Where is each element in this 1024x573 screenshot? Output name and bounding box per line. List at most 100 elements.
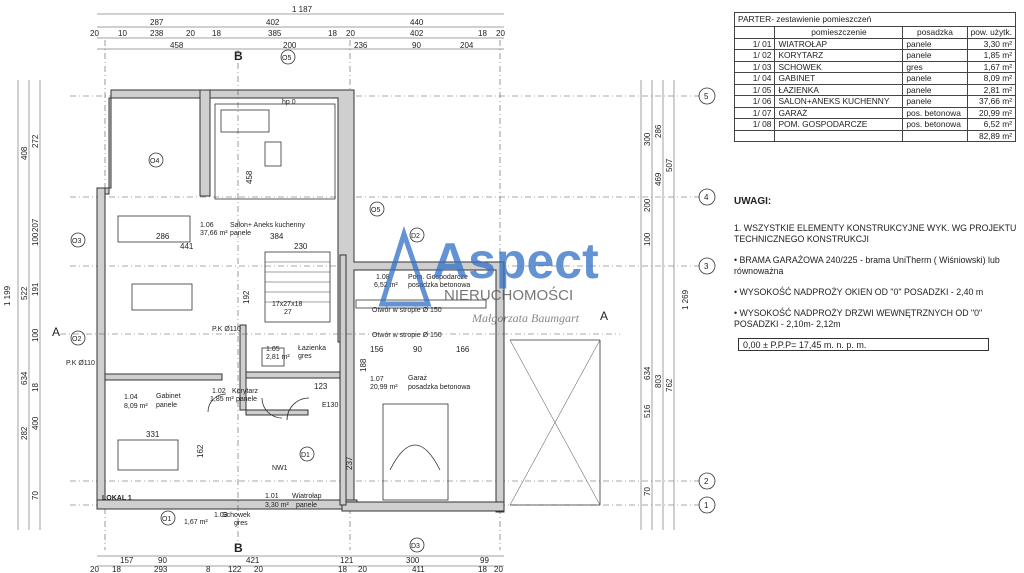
room-102-name: Korytarz	[232, 388, 259, 395]
marker-o5-top: O5	[282, 55, 291, 62]
room-104-floor: panele	[156, 402, 177, 409]
header-floor: posadzka	[902, 26, 968, 39]
dim-top-r2-4: 18	[212, 29, 221, 38]
dim-bot-5: 99	[480, 556, 489, 565]
dim-bot2-7: 20	[358, 565, 367, 573]
dim-left-r1-1: 522	[20, 286, 29, 300]
walls	[96, 89, 505, 513]
idim-12: 162	[196, 444, 205, 458]
dim-top-r3-3: 90	[412, 41, 421, 50]
room-106-no: 1.06	[200, 222, 214, 229]
room-101-area: 3,30 m²	[265, 502, 289, 509]
notes-block: UWAGI: 1. WSZYSTKIE ELEMENTY KONSTRUKCYJ…	[734, 196, 1024, 340]
marker-o1: O1	[162, 516, 171, 523]
dim-right-r3-1: 200	[643, 198, 652, 212]
idim-9: 188	[359, 358, 368, 372]
dim-bot2-2: 293	[154, 565, 168, 573]
dim-bot-2: 421	[246, 556, 260, 565]
dim-bot2-5: 20	[254, 565, 263, 573]
axis-5: 5	[704, 92, 709, 101]
room-108-name: Pom. Gospodarcze	[408, 274, 468, 281]
idim-6: 156	[370, 345, 384, 354]
room-105-area: 2,81 m²	[266, 354, 290, 361]
dim-left-r2-2: 100	[31, 232, 40, 246]
header-room: pomieszczenie	[774, 26, 904, 39]
room-101-no: 1.01	[265, 493, 279, 500]
grid-lines	[70, 40, 700, 550]
room-107-no: 1.07	[370, 376, 384, 383]
room-108-area: 6,52 m²	[374, 282, 398, 289]
idim-5: 331	[146, 430, 160, 439]
dim-right-r2-1: 469	[654, 172, 663, 186]
table-total-row: 82,89 m²	[733, 129, 1017, 142]
note-item: • WYSOKOŚĆ NADPROŻY DRZWI WEWNĘTRZNYCH O…	[734, 308, 983, 329]
dim-top-r2-9: 18	[478, 29, 487, 38]
room-108-floor: posadzka betonowa	[408, 282, 470, 289]
dim-bot2-4: 122	[228, 565, 242, 573]
dim-bot2-9: 18	[478, 565, 487, 573]
reference-level: 0,00 ± P.P.P= 17,45 m. n. p. m.	[738, 338, 989, 351]
room-107-name: Garaż	[408, 375, 428, 382]
right-dimensions: 300 200 100 634 516 70 286 469 803 507 7…	[640, 80, 690, 530]
marker-o2: O2	[72, 336, 81, 343]
table-header: pomieszczenie posadzka pow. użytk.	[733, 26, 1017, 39]
section-a-right: A	[600, 309, 608, 323]
dim-right-total: 1 269	[681, 289, 690, 310]
room-104-area: 8,09 m²	[124, 403, 148, 410]
axis-3: 3	[704, 262, 709, 271]
axis-markers: 5 4 3 2 1	[698, 87, 716, 514]
dim-left-r1-3: 282	[20, 426, 29, 440]
idim-7: 90	[413, 345, 422, 354]
dim-right-r3-3: 634	[643, 366, 652, 380]
dim-top-3: 440	[410, 18, 424, 27]
notes-heading: UWAGI:	[734, 196, 772, 207]
idim-0: 286	[156, 232, 170, 241]
dim-top-r2-6: 18	[328, 29, 337, 38]
room-schedule-table: pomieszczenie posadzka pow. użytk. 1/ 01…	[733, 26, 1017, 142]
room-schedule-title: PARTER- zestawienie pomieszczeń	[734, 12, 1016, 26]
note-item: • WYSOKOŚĆ NADPROŻY OKIEN OD "0" POSADZK…	[734, 287, 984, 297]
idim-3: 384	[270, 232, 284, 241]
idim-10: 237	[345, 456, 354, 470]
marker-o3: O3	[72, 238, 81, 245]
dim-left-r1-2: 634	[20, 371, 29, 385]
note-pk-2: P.K Ø110	[66, 360, 95, 367]
note-opening-2: Otwór w stropie Ø 150	[372, 332, 442, 339]
room-104-name: Gabinet	[156, 393, 181, 400]
dim-top-r2-0: 20	[90, 29, 99, 38]
dim-top-r3-0: 458	[170, 41, 184, 50]
room-105-no: 1.05	[266, 346, 280, 353]
room-105-floor: gres	[298, 353, 312, 360]
dim-top-r3-1: 200	[283, 41, 297, 50]
room-106-floor: panele	[230, 230, 251, 237]
unit-label: LOKAL 1	[102, 495, 132, 502]
idim-4: 458	[245, 170, 254, 184]
room-104-no: 1.04	[124, 394, 138, 401]
section-a-left: A	[52, 325, 60, 339]
dim-top-r2-7: 20	[346, 29, 355, 38]
marker-o4: O4	[150, 158, 159, 165]
idim-13: 192	[242, 290, 251, 304]
room-schedule: PARTER- zestawienie pomieszczeń pomieszc…	[733, 12, 1017, 142]
room-101-name: Wiatrołap	[292, 493, 322, 500]
plan-notes: Otwór w stropie Ø 150 Otwór w stropie Ø …	[66, 99, 442, 472]
marker-d2: D2	[411, 233, 420, 240]
dim-left-r2-6: 400	[31, 416, 40, 430]
room-103-floor: gres	[234, 520, 248, 527]
bottom-dimensions: 157 90 421 121 300 99 20 18 293 8 122 20…	[90, 555, 504, 573]
dim-top-r2-10: 20	[496, 29, 505, 38]
dim-right-r2-0: 286	[654, 124, 663, 138]
dim-top-1: 287	[150, 18, 164, 27]
dim-bot-4: 300	[406, 556, 420, 565]
dim-top-r3-4: 204	[460, 41, 474, 50]
dim-bot2-6: 18	[338, 565, 347, 573]
note-hp0-top: hp 0	[282, 99, 296, 106]
axis-4: 4	[704, 193, 709, 202]
idim-1: 441	[180, 242, 194, 251]
